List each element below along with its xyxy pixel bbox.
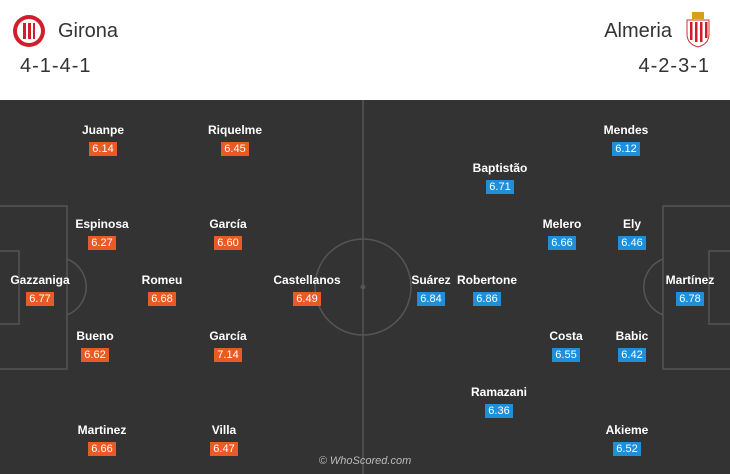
player-rating: 6.12	[612, 142, 640, 156]
player-name: Gazzaniga	[10, 273, 70, 287]
player-name: Juanpe	[81, 123, 124, 137]
player-rating: 6.14	[89, 142, 117, 156]
player-rating: 6.49	[293, 292, 321, 306]
player-rating: 6.71	[486, 180, 514, 194]
player-rating: 6.36	[485, 404, 513, 418]
home-player-garcia-1[interactable]: García 6.60	[173, 217, 283, 251]
player-name: Romeu	[141, 273, 183, 287]
away-player-martinez[interactable]: Martínez 6.78	[635, 273, 730, 307]
player-rating: 6.84	[417, 292, 445, 306]
player-name: Mendes	[603, 123, 649, 137]
player-rating: 6.78	[676, 292, 704, 306]
away-player-ramazani[interactable]: Ramazani 6.36	[444, 385, 554, 419]
player-name: Suárez	[411, 273, 451, 287]
home-formation: 4-1-4-1	[20, 55, 92, 77]
player-name: Ely	[622, 217, 641, 231]
player-rating: 6.27	[88, 236, 116, 250]
player-name: Melero	[542, 217, 582, 231]
away-player-costa[interactable]: Costa 6.55	[511, 329, 621, 363]
player-rating: 6.52	[613, 442, 641, 456]
home-player-villa[interactable]: Villa 6.47	[169, 423, 279, 457]
home-player-riquelme[interactable]: Riquelme 6.45	[180, 123, 290, 157]
player-rating: 6.46	[618, 236, 646, 250]
player-rating: 6.55	[552, 348, 580, 362]
player-name: Espinosa	[75, 217, 129, 231]
away-player-babic[interactable]: Babic 6.42	[577, 329, 687, 363]
player-name: Castellanos	[273, 273, 341, 287]
player-name: Riquelme	[207, 123, 262, 137]
player-rating: 6.47	[210, 442, 238, 456]
player-name: Ramazani	[470, 385, 528, 399]
away-player-akieme[interactable]: Akieme 6.52	[572, 423, 682, 457]
player-name: Akieme	[605, 423, 649, 437]
player-name: Bueno	[76, 329, 114, 343]
player-rating: 6.62	[81, 348, 109, 362]
pitch: Juanpe 6.14 Riquelme 6.45 Espinosa 6.27 …	[0, 100, 730, 474]
home-player-espinosa[interactable]: Espinosa 6.27	[47, 217, 157, 251]
match-header: Girona 4-1-4-1 Almeria 4-2-3-1	[0, 0, 730, 101]
player-name: Villa	[211, 423, 237, 437]
home-player-romeu[interactable]: Romeu 6.68	[107, 273, 217, 307]
whoscored-watermark: © WhoScored.com	[318, 455, 412, 467]
away-player-baptistao[interactable]: Baptistão 6.71	[445, 161, 555, 195]
pitch-lines	[0, 100, 730, 474]
home-player-garcia-2[interactable]: García 7.14	[173, 329, 283, 363]
away-player-ely[interactable]: Ely 6.46	[577, 217, 687, 251]
away-player-robertone[interactable]: Robertone 6.86	[432, 273, 542, 307]
player-name: García	[209, 329, 247, 343]
player-rating: 6.68	[148, 292, 176, 306]
player-rating: 6.66	[548, 236, 576, 250]
player-rating: 6.77	[26, 292, 54, 306]
player-name: Robertone	[457, 273, 517, 287]
away-formation: 4-2-3-1	[638, 55, 710, 77]
home-player-bueno[interactable]: Bueno 6.62	[40, 329, 150, 363]
player-name: Babic	[615, 329, 649, 343]
home-player-martinez[interactable]: Martinez 6.66	[47, 423, 157, 457]
home-player-juanpe[interactable]: Juanpe 6.14	[48, 123, 158, 157]
player-rating: 6.60	[214, 236, 242, 250]
home-team-name[interactable]: Girona	[58, 20, 119, 42]
away-player-suarez[interactable]: Suárez 6.84	[376, 273, 486, 307]
player-rating: 7.14	[214, 348, 242, 362]
home-player-gazzaniga[interactable]: Gazzaniga 6.77	[0, 273, 95, 307]
away-team-name[interactable]: Almeria	[604, 20, 672, 42]
girona-crest-icon	[13, 15, 45, 47]
away-player-mendes[interactable]: Mendes 6.12	[571, 123, 681, 157]
home-player-castellanos[interactable]: Castellanos 6.49	[252, 273, 362, 307]
away-player-melero[interactable]: Melero 6.66	[507, 217, 617, 251]
player-name: Baptistão	[472, 161, 528, 175]
player-rating: 6.45	[221, 142, 249, 156]
player-name: García	[209, 217, 247, 231]
player-rating: 6.42	[618, 348, 646, 362]
player-name: Costa	[549, 329, 583, 343]
player-rating: 6.86	[473, 292, 501, 306]
player-name: Martínez	[665, 273, 715, 287]
almeria-crest-icon	[686, 12, 710, 48]
player-name: Martinez	[77, 423, 127, 437]
player-rating: 6.66	[88, 442, 116, 456]
